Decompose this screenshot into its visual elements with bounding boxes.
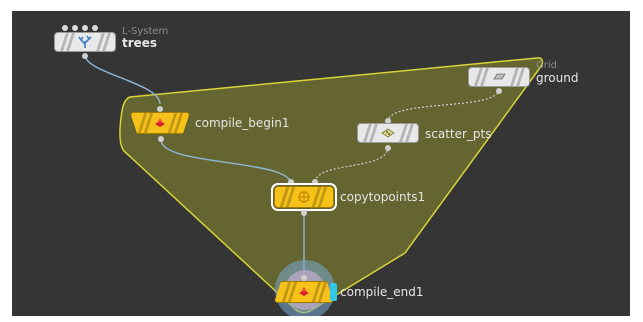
input-connector[interactable] [312,179,318,185]
node-trees[interactable] [54,32,116,52]
node-compile-end[interactable] [274,281,334,303]
trees-flag-dot[interactable] [92,25,98,31]
compile-block-icon [153,117,167,129]
trees-flag-dot[interactable] [82,25,88,31]
input-connector[interactable] [385,118,391,124]
trees-flag-dot[interactable] [72,25,78,31]
node-ground[interactable] [468,67,530,87]
node-type-label: L-System [122,26,169,37]
wire-trees-to-compile-begin[interactable] [84,54,161,105]
node-name-label[interactable]: scatter_pts [425,127,492,141]
input-connector[interactable] [157,106,163,112]
node-name-label[interactable]: ground [536,71,579,85]
node-scatter[interactable] [357,123,419,143]
node-name-label[interactable]: compile_end1 [340,285,424,299]
node-name-label[interactable]: trees [122,36,158,50]
output-connector[interactable] [496,88,502,94]
output-connector[interactable] [385,145,391,151]
output-connector[interactable] [158,136,164,142]
compile-block-icon [297,286,311,298]
input-connector[interactable] [301,275,307,281]
node-name-label[interactable]: compile_begin1 [195,116,290,130]
display-flag-button[interactable] [330,283,337,301]
output-connector[interactable] [301,210,307,216]
grid-plane-icon [491,72,507,82]
wires-layer [84,54,544,314]
copy-to-points-icon [297,190,311,204]
wire-compile-begin-to-copy[interactable] [160,139,292,184]
node-compile-begin[interactable] [130,112,190,134]
trees-flag-dot[interactable] [62,25,68,31]
wire-scatter-to-copy[interactable] [314,146,389,184]
node-name-label[interactable]: copytopoints1 [340,190,426,204]
wire-ground-to-scatter[interactable] [387,88,500,122]
output-connector[interactable] [82,53,88,59]
scatter-points-icon [380,128,396,138]
node-copytopoints[interactable] [271,183,337,211]
network-editor-canvas[interactable]: L-System trees compile_begin1 Grid groun… [12,11,630,316]
input-connector[interactable] [288,179,294,185]
lsystem-tree-icon [77,35,93,49]
node-type-label: Grid [536,60,557,71]
